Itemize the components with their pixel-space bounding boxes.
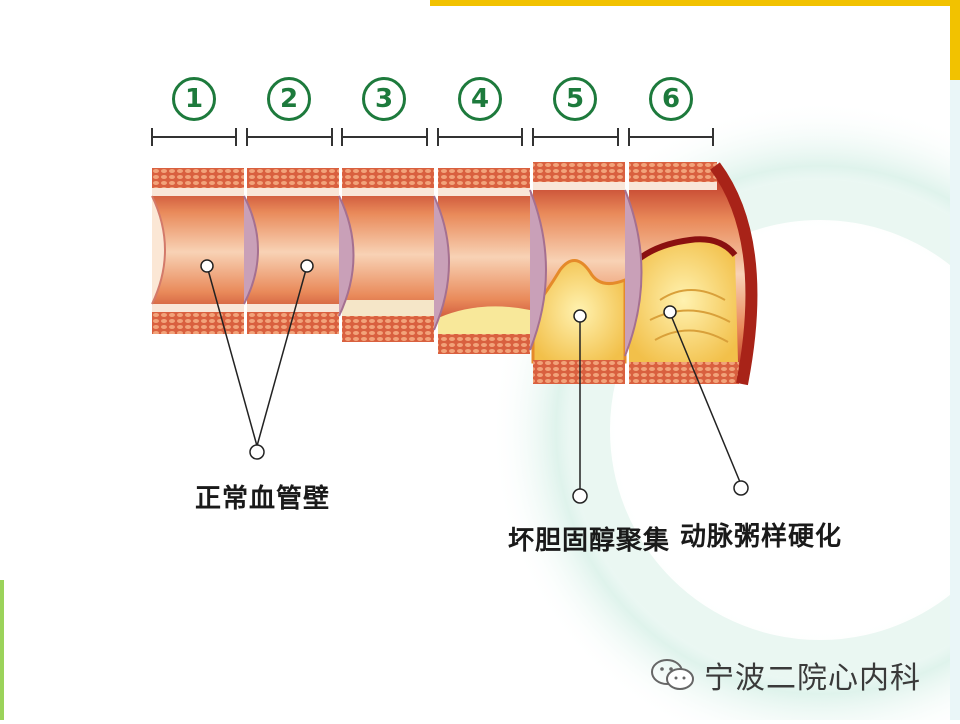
wechat-icon <box>651 659 694 690</box>
label-atherosclerosis: 动脉粥样硬化 <box>680 522 843 552</box>
segment-number-6: 6 <box>648 76 694 121</box>
pointer-lines <box>200 259 749 504</box>
vessel-segment-1 <box>151 168 244 334</box>
vessel-segment-2 <box>243 168 339 334</box>
vessel-segment-5 <box>529 162 627 384</box>
segment-brackets <box>151 128 714 146</box>
watermark: 宁波二院心内科 <box>650 655 921 696</box>
label-bad-cholesterol: 坏胆固醇聚集 <box>508 526 671 556</box>
segment-number-1: 1 <box>171 76 217 121</box>
watermark-text: 宁波二院心内科 <box>704 661 921 696</box>
label-normal-vessel-wall: 正常血管壁 <box>195 484 331 514</box>
vessel-segment-3 <box>338 168 434 342</box>
segment-number-2: 2 <box>266 76 312 121</box>
vessel-segment-4 <box>433 168 530 354</box>
vessel-segment-6 <box>624 162 758 386</box>
segment-number-5: 5 <box>552 76 598 121</box>
segment-number-4: 4 <box>457 76 503 121</box>
segment-number-3: 3 <box>361 76 407 121</box>
